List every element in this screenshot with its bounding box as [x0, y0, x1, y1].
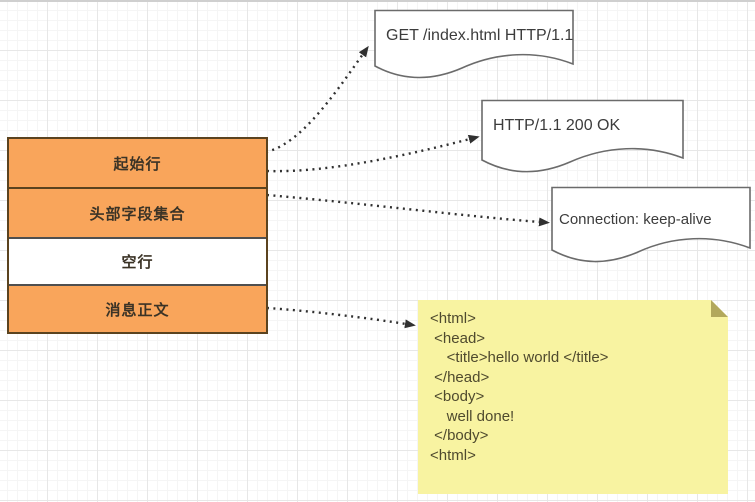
arrow-headers-to-connection: [266, 193, 550, 227]
connection-header-text: Connection: keep-alive: [559, 211, 712, 228]
arrow-startline-to-request: [265, 45, 369, 154]
http-message-structure-stack: 起始行 头部字段集合 空行 消息正文: [7, 137, 268, 334]
stack-row-empty-line: 空行: [9, 237, 266, 284]
document-shape-header-field: [551, 186, 751, 263]
stack-row-start-line: 起始行: [9, 139, 266, 187]
status-line-text: HTTP/1.1 200 OK: [493, 117, 621, 134]
html-code-note-text: <html> <head> <title>hello world </title…: [430, 310, 609, 464]
request-line-text: GET /index.html HTTP/1.1: [386, 27, 574, 44]
document-shape-status-line: [481, 99, 684, 173]
stack-row-label: 起始行: [113, 155, 162, 173]
note-shape-body: [418, 300, 728, 494]
stack-row-label: 空行: [121, 254, 154, 271]
arrow-body-to-note: [266, 306, 416, 329]
note-fold-corner: [711, 300, 728, 317]
arrow-startline-to-status: [266, 134, 480, 173]
stack-row-header-fields: 头部字段集合: [9, 187, 266, 237]
stack-row-label: 消息正文: [105, 301, 170, 319]
stack-row-label: 头部字段集合: [89, 205, 186, 223]
stack-row-message-body: 消息正文: [9, 284, 266, 332]
document-shape-request-line: [374, 9, 574, 79]
